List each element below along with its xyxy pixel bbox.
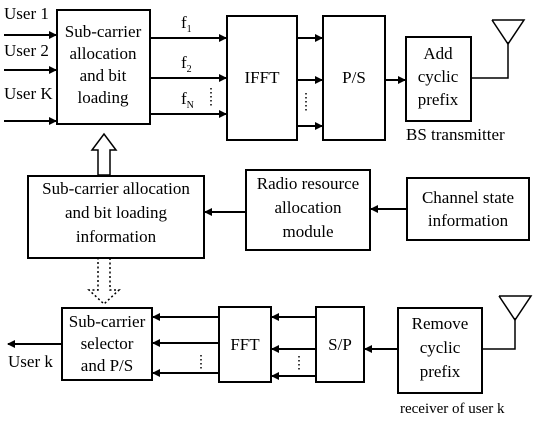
info-line-1: Sub-carrier allocation: [42, 179, 190, 198]
label-f1: f1: [181, 13, 192, 35]
selector-line-2: selector: [81, 334, 134, 353]
addcp-line-2: cyclic: [418, 67, 459, 86]
add-cyclic-prefix-block: Add cyclic prefix: [405, 36, 472, 122]
remove-cyclic-prefix-block: Remove cyclic prefix: [397, 307, 483, 394]
label-fN: fN: [181, 89, 194, 111]
sp-block: S/P: [315, 306, 365, 383]
sp-label: S/P: [328, 335, 352, 354]
info-line-2: and bit loading: [65, 203, 167, 222]
removecp-line-3: prefix: [420, 362, 461, 381]
csi-line-2: information: [428, 211, 509, 230]
ps-block: P/S: [322, 15, 386, 141]
input-user-2-label: User 2: [4, 41, 49, 60]
ifft-label: IFFT: [245, 68, 281, 87]
ps-label: P/S: [342, 68, 366, 87]
alloc-line-2: allocation: [69, 44, 137, 63]
alloc-line-4: loading: [78, 88, 129, 107]
ifft-block: IFFT: [226, 15, 298, 141]
transmit-antenna-icon: [471, 19, 526, 79]
alloc-line-3: and bit: [80, 66, 127, 85]
input-user-1-label: User 1: [4, 4, 49, 23]
csi-line-1: Channel state: [422, 188, 514, 207]
removecp-line-2: cyclic: [420, 338, 461, 357]
output-user-k-label: User k: [8, 352, 53, 371]
selector-line-3: and P/S: [81, 356, 133, 375]
subcarrier-selector-block: Sub-carrier selector and P/S: [61, 307, 153, 381]
radio-resource-allocation-block: Radio resource allocation module: [245, 169, 371, 251]
info-line-3: information: [76, 227, 157, 246]
label-f2: f2: [181, 53, 192, 75]
input-user-k-label: User K: [4, 84, 53, 103]
info-to-allocation-hollow-arrow: [90, 132, 118, 176]
bs-transmitter-caption: BS transmitter: [406, 125, 505, 144]
addcp-line-3: prefix: [418, 90, 459, 109]
alloc-line-1: Sub-carrier: [65, 22, 142, 41]
removecp-line-1: Remove: [412, 314, 469, 333]
fft-label: FFT: [230, 335, 260, 354]
receiver-caption: receiver of user k: [400, 401, 505, 417]
addcp-line-1: Add: [423, 44, 453, 63]
rra-line-1: Radio resource: [257, 174, 359, 193]
subcarrier-allocation-block: Sub-carrier allocation and bit loading: [56, 9, 151, 125]
fft-block: FFT: [218, 306, 272, 383]
selector-line-1: Sub-carrier: [69, 312, 146, 331]
rra-line-2: allocation: [274, 198, 342, 217]
receive-antenna-icon: [482, 295, 533, 350]
info-to-selector-dotted-arrow: [87, 258, 121, 306]
channel-state-information-block: Channel state information: [406, 177, 530, 241]
allocation-information-block: Sub-carrier allocation and bit loading i…: [27, 175, 205, 259]
rra-line-3: module: [283, 222, 334, 241]
